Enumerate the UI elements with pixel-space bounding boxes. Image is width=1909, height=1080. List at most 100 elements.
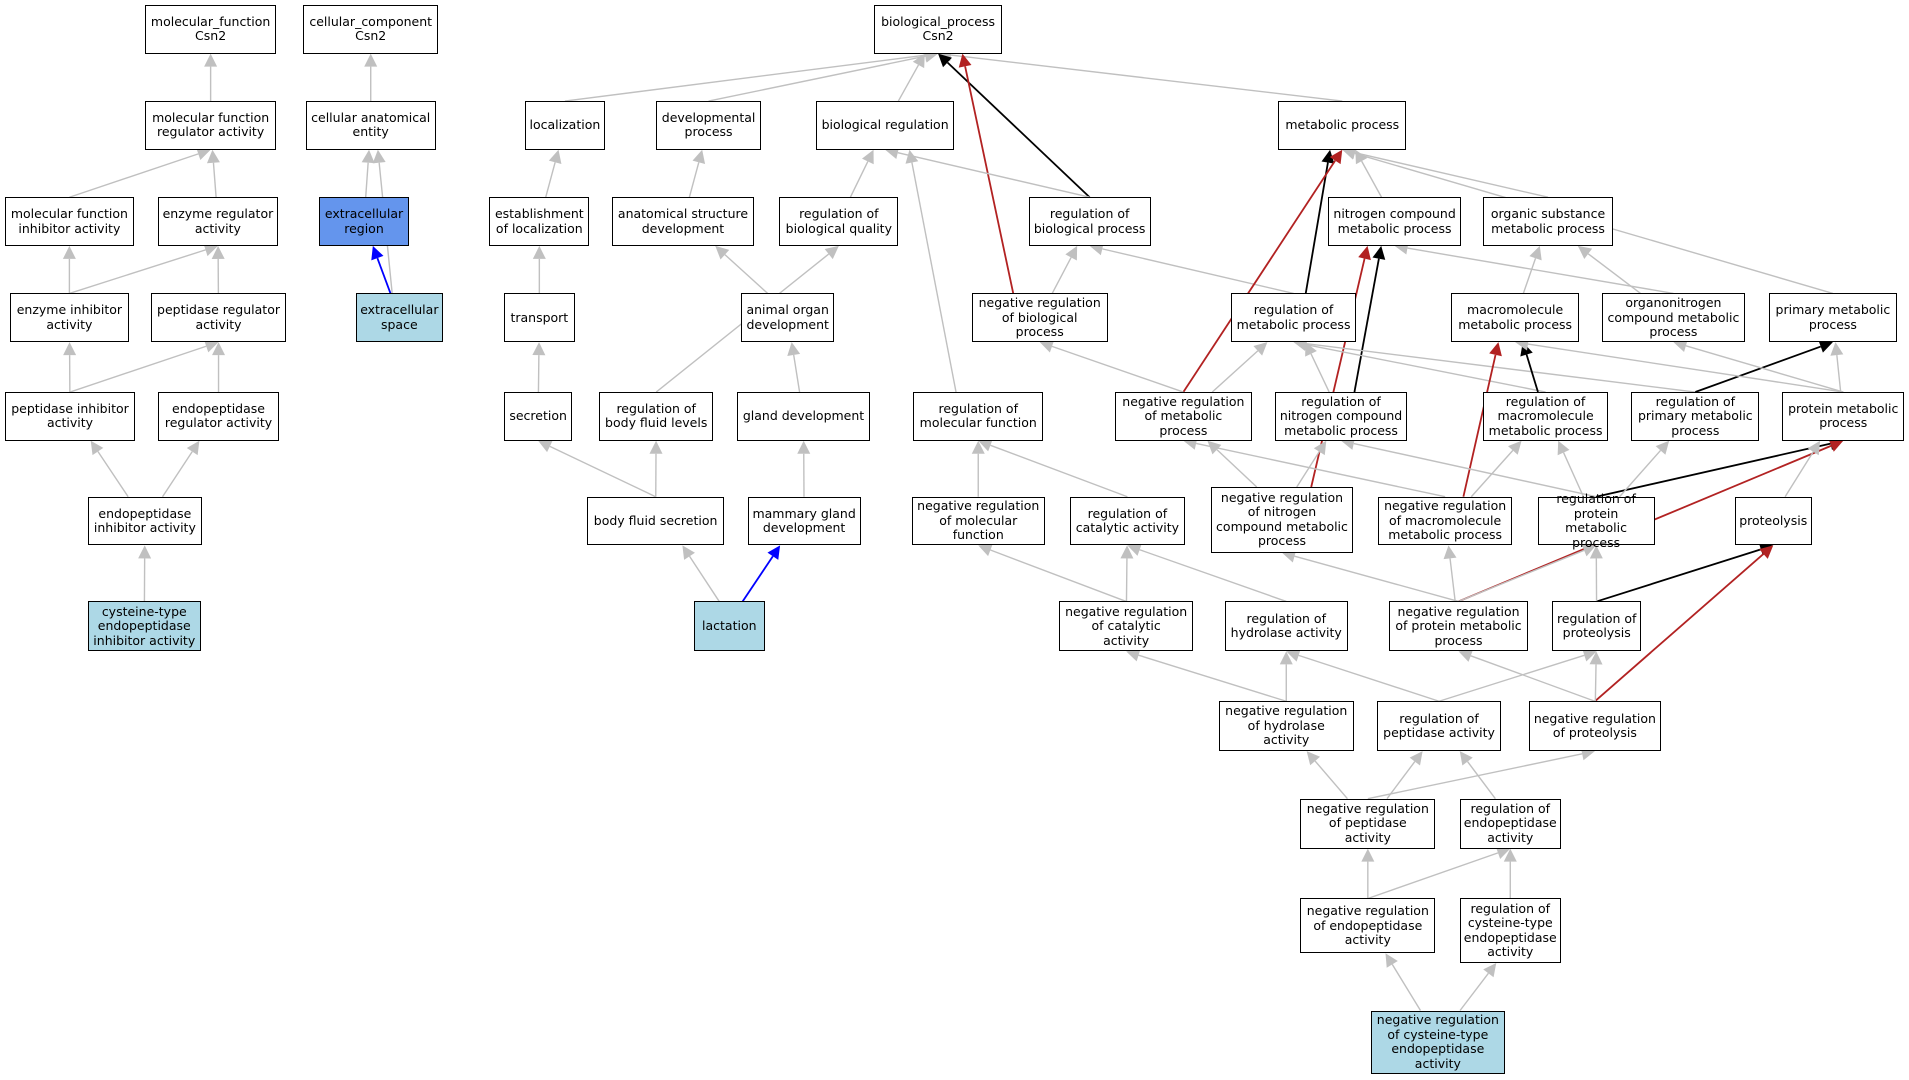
go-term-node-reg-macro[interactable]: regulation of macromolecule metabolic pr… [1482,392,1609,441]
go-term-node-animal-organ[interactable]: animal organ development [741,293,834,343]
edge-is_a-reg_pep_act-to-reg_hydro [1298,654,1440,702]
go-term-label: primary metabolic process [1775,302,1891,332]
go-term-node-endopep-inhib[interactable]: endopeptidase inhibitor activity [87,496,203,546]
go-term-node-neg-met[interactable]: negative regulation of metabolic process [1115,392,1252,441]
go-term-node-primary-met[interactable]: primary metabolic process [1768,293,1897,343]
go-term-node-proteolysis[interactable]: proteolysis [1734,496,1812,546]
go-term-node-reg-nitro[interactable]: regulation of nitrogen compound metaboli… [1274,392,1408,441]
go-term-node-mf-root[interactable]: molecular_function Csn2 [144,4,277,54]
edge-arrowhead-is_a [1282,549,1297,563]
go-term-node-neg-mol-func[interactable]: negative regulation of molecular functio… [911,496,1045,546]
go-term-node-reg-pep-act[interactable]: regulation of peptidase activity [1376,701,1502,752]
edge-is_a-reg_nitro-to-reg_met [1310,353,1330,393]
go-term-node-reg-primary[interactable]: regulation of primary metabolic process [1631,392,1760,441]
edge-is_a-reg_met-to-reg_bio_proc [1102,248,1294,295]
go-term-node-cc-root[interactable]: cellular_component Csn2 [303,4,439,54]
edge-positive-reg_macro-to-macro_met [1525,354,1539,393]
edge-arrowhead-is_a [797,440,811,454]
go-term-node-mf-inhib[interactable]: molecular function inhibitor activity [4,197,134,246]
go-term-node-neg-endopep[interactable]: negative regulation of endopeptidase act… [1300,898,1436,954]
go-term-node-neg-macro[interactable]: negative regulation of macromolecule met… [1378,496,1513,546]
go-term-node-mammary[interactable]: mammary gland development [747,496,861,546]
edge-arrowhead-is_a [212,342,226,356]
go-term-node-reg-cys-endopep[interactable]: regulation of cysteine-type endopeptidas… [1459,898,1561,963]
go-term-label: macromolecule metabolic process [1458,302,1573,332]
go-term-node-secretion[interactable]: secretion [504,392,573,441]
go-term-node-reg-bio-proc[interactable]: regulation of biological process [1028,197,1151,246]
edge-arrowhead-is_a [1655,440,1670,455]
go-term-node-organonitro[interactable]: organonitrogen compound metabolic proces… [1602,293,1745,343]
edge-is_a-reg_endopep-to-reg_pep_act [1466,761,1496,800]
go-term-node-mf-reg[interactable]: molecular function regulator activity [144,101,277,150]
go-term-node-metabolic[interactable]: metabolic process [1278,101,1407,150]
go-term-node-ext-space[interactable]: extracellular space [355,293,444,343]
go-term-node-reg-body-fluid[interactable]: regulation of body fluid levels [598,392,714,441]
go-term-node-body-fluid-sec[interactable]: body fluid secretion [586,496,725,546]
edge-arrowhead-positive [1321,149,1335,164]
edge-arrowhead-is_a [1279,651,1293,665]
go-term-node-neg-cys-endopep[interactable]: negative regulation of cysteine-type end… [1370,1010,1505,1074]
go-term-node-neg-proteolysis[interactable]: negative regulation of proteolysis [1529,701,1661,752]
edge-arrowhead-is_a [532,342,546,356]
go-term-node-enz-reg[interactable]: enzyme regulator activity [158,197,278,246]
go-term-node-cae[interactable]: cellular anatomical entity [305,101,436,150]
edge-is_a-reg_bio_proc-to-bio_reg [897,152,1090,198]
go-term-node-reg-endopep[interactable]: regulation of endopeptidase activity [1459,798,1561,849]
go-term-label: cysteine-type endopeptidase inhibitor ac… [93,603,196,648]
go-term-node-neg-nitro[interactable]: negative regulation of nitrogen compound… [1211,486,1353,553]
go-term-node-reg-protein-met[interactable]: regulation of protein metabolic process [1537,491,1655,549]
go-term-node-endopep-reg[interactable]: endopeptidase regulator activity [158,392,279,441]
go-term-node-ext-region[interactable]: extracellular region [318,197,410,246]
go-term-node-bio-reg[interactable]: biological regulation [815,101,955,150]
go-term-node-neg-cat[interactable]: negative regulation of catalytic activit… [1059,601,1194,652]
go-term-node-org-sub[interactable]: organic substance metabolic process [1482,197,1614,246]
go-term-node-reg-cat[interactable]: regulation of catalytic activity [1070,496,1185,546]
edge-is_a-neg_cys_endopep-to-neg_endopep [1391,964,1422,1011]
go-term-node-cys-inhib[interactable]: cysteine-type endopeptidase inhibitor ac… [87,601,201,652]
go-term-node-est-loc[interactable]: establishment of localization [489,197,590,246]
go-term-node-pep-inhib[interactable]: peptidase inhibitor activity [4,392,136,441]
edge-arrowhead-is_a [62,245,76,259]
edge-positive-reg_proteolysis-to-proteolysis [1596,548,1762,603]
go-term-node-protein-met[interactable]: protein metabolic process [1782,392,1905,441]
go-term-node-reg-proteolysis[interactable]: regulation of proteolysis [1552,601,1642,652]
edge-arrowhead-is_a [538,440,553,453]
go-term-node-dev-process[interactable]: developmental process [656,101,761,150]
go-term-node-nitro-comp[interactable]: nitrogen compound metabolic process [1328,197,1461,246]
edge-is_a-reg_protein_met-to-reg_macro [1562,452,1585,498]
edge-is_a-reg_hydro-to-reg_cat [1139,549,1287,603]
go-term-node-gland-dev[interactable]: gland development [736,392,871,441]
edge-arrowhead-is_a [1807,440,1821,456]
go-term-node-localization[interactable]: localization [524,101,606,150]
go-term-node-pep-reg[interactable]: peptidase regulator activity [150,293,287,343]
go-term-label: regulation of cysteine-type endopeptidas… [1463,900,1557,960]
go-term-node-lactation[interactable]: lactation [693,601,765,652]
edge-arrowhead-is_a [364,53,378,67]
go-term-node-neg-pep-act[interactable]: negative regulation of peptidase activit… [1300,798,1436,849]
go-term-node-neg-bio-proc[interactable]: negative regulation of biological proces… [971,293,1108,343]
go-term-node-anat-dev[interactable]: anatomical structure development [612,197,754,246]
edge-is_a-endopep_inhib-to-pep_inhib [97,451,129,498]
edge-negative-neg_macro-to-macro_met [1462,354,1497,497]
edge-is_a-protein_met-to-macro_met [1527,343,1844,393]
go-term-label: negative regulation of molecular functio… [917,498,1040,543]
edge-is_a-reg_primary-to-reg_met [1306,343,1696,393]
go-term-node-reg-hydro[interactable]: regulation of hydrolase activity [1224,601,1348,652]
go-term-node-neg-hydro[interactable]: negative regulation of hydrolase activit… [1218,701,1354,752]
go-term-label: regulation of metabolic process [1236,302,1351,332]
go-term-label: regulation of peptidase activity [1383,710,1495,741]
go-term-node-enz-inhib[interactable]: enzyme inhibitor activity [9,293,130,343]
edge-arrowhead-is_a [824,245,839,260]
go-term-label: negative regulation of hydrolase activit… [1225,703,1348,748]
edge-negative-neg_met-to-metabolic [1182,160,1336,393]
edge-is_a-reg_protein_met-to-reg_nitro [1353,442,1597,498]
go-term-node-transport[interactable]: transport [504,293,575,343]
edge-is_a-localization-to-bp_root [564,54,926,102]
go-term-node-reg-bio-qual[interactable]: regulation of biological quality [779,197,899,246]
go-term-node-bp-root[interactable]: biological_process Csn2 [874,4,1002,54]
go-term-node-reg-met[interactable]: regulation of metabolic process [1230,293,1357,343]
go-term-node-neg-protein-met[interactable]: negative regulation of protein metabolic… [1389,601,1528,652]
go-term-label: gland development [742,408,865,424]
go-term-node-reg-mol-func[interactable]: regulation of molecular function [913,392,1044,441]
go-term-node-macro-met[interactable]: macromolecule metabolic process [1451,293,1580,343]
